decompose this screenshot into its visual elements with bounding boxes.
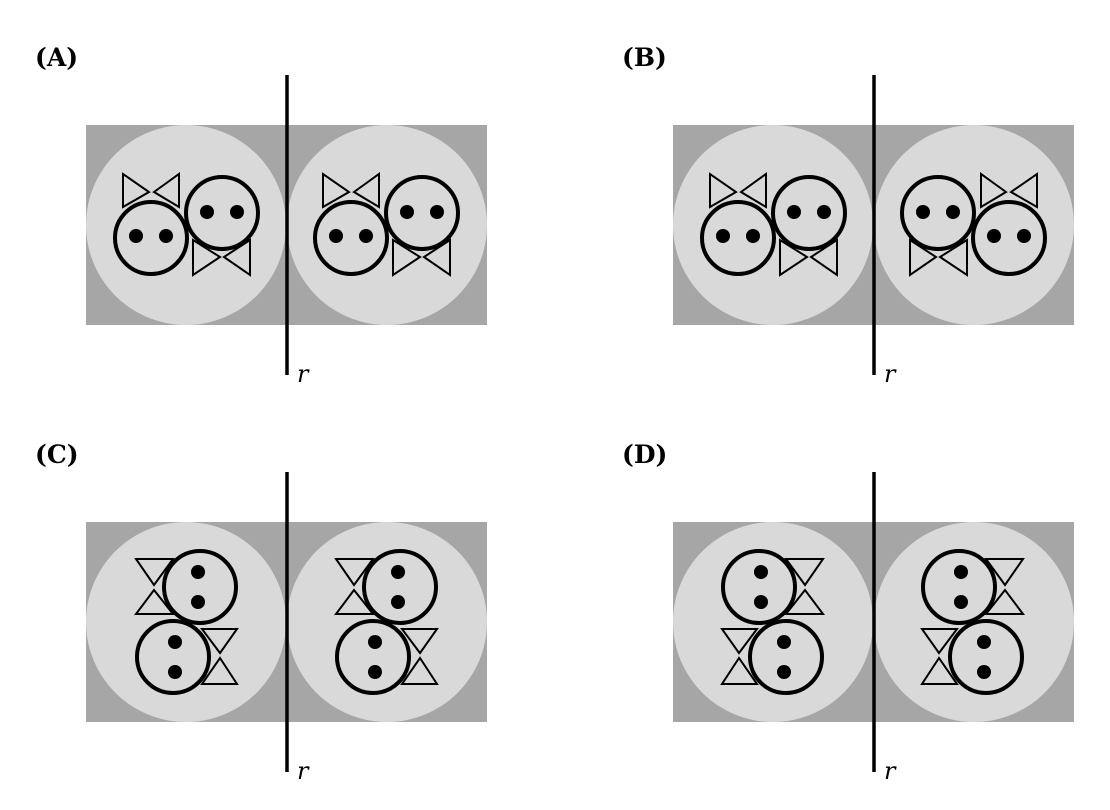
panel-label: (D) — [622, 440, 667, 469]
panel-c: (C) r — [35, 440, 487, 785]
axis-label: r — [884, 360, 897, 388]
panel-b: (B) r — [622, 43, 1074, 388]
axis-label: r — [297, 757, 310, 785]
axis-label: r — [297, 360, 310, 388]
panel-a: (A) r — [35, 43, 487, 388]
panel-label: (B) — [622, 43, 667, 72]
panel-label: (C) — [35, 440, 79, 469]
axis-label: r — [884, 757, 897, 785]
panel-label: (A) — [35, 43, 78, 72]
panel-d: (D) r — [622, 440, 1074, 785]
